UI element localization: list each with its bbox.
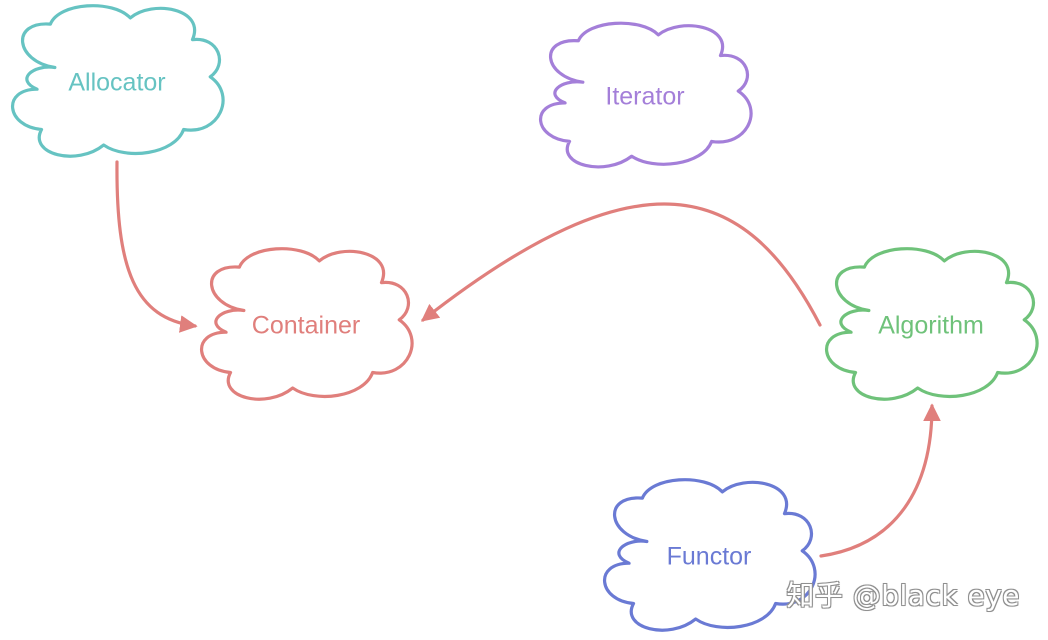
edge-functor-to-algorithm: [819, 403, 941, 558]
node-allocator: Allocator: [13, 6, 224, 157]
edges-layer: [115, 160, 941, 558]
edge-allocator-to-container: [115, 160, 198, 333]
node-functor: Functor: [605, 480, 816, 631]
cloud-shape-allocator: [13, 6, 224, 157]
watermark: 知乎 @black eye: [786, 579, 1020, 612]
cloud-shape-container: [202, 249, 413, 400]
edge-algorithm-to-container: [420, 202, 822, 327]
node-label-iterator: Iterator: [605, 83, 684, 111]
cloud-shape-functor: [605, 480, 816, 631]
node-label-functor: Functor: [667, 543, 752, 571]
cloud-shape-algorithm: [827, 249, 1038, 400]
node-algorithm: Algorithm: [827, 249, 1038, 400]
cloud-shape-iterator: [541, 23, 752, 167]
node-label-algorithm: Algorithm: [878, 312, 984, 340]
node-iterator: Iterator: [541, 23, 752, 167]
node-label-allocator: Allocator: [68, 69, 165, 97]
node-container: Container: [202, 249, 413, 400]
node-label-container: Container: [252, 312, 360, 340]
